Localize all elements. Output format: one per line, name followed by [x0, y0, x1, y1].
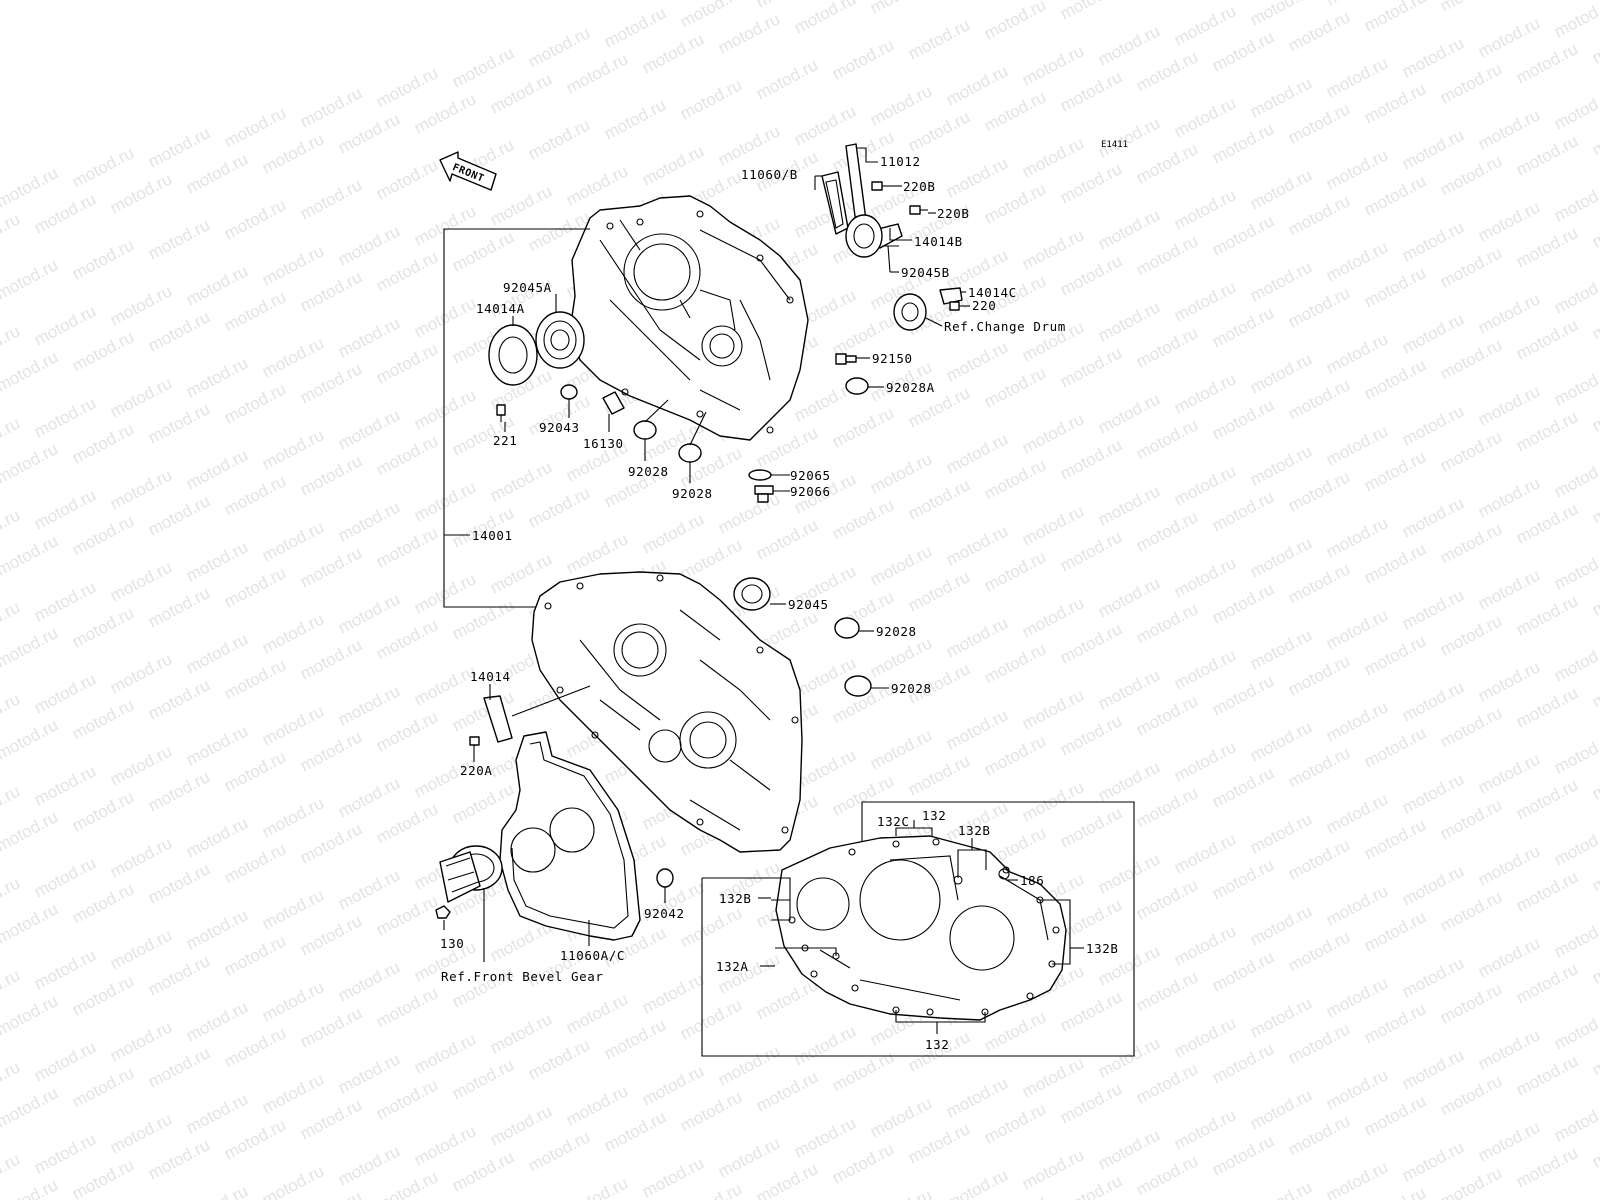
label-92028-2: 92028	[672, 486, 713, 501]
part-92028-pin-1: 92028	[628, 399, 669, 479]
label-186: 186	[1020, 873, 1044, 888]
label-14014A: 14014A	[476, 301, 525, 316]
label-14014: 14014	[470, 669, 511, 684]
bolt-pattern-inset: 132C 132 132B 186 132B 132A 132B 132	[701, 801, 1135, 1057]
label-132-top: 132	[922, 808, 946, 823]
label-92028A: 92028A	[886, 380, 935, 395]
part-220B-bolt-1: 220B	[871, 179, 936, 194]
label-220B-1: 220B	[903, 179, 936, 194]
part-14014C-plate: 14014C	[939, 285, 1017, 305]
diagram-code: E1411	[1101, 140, 1128, 150]
part-92065-washer: 92065	[748, 468, 831, 483]
label-92045: 92045	[788, 597, 829, 612]
part-130-bolt: 130	[435, 905, 464, 951]
part-92066-plug: 92066	[754, 484, 831, 503]
part-92028-pin-4: 92028	[844, 675, 932, 697]
label-92065: 92065	[790, 468, 831, 483]
label-92045B: 92045B	[901, 265, 950, 280]
part-92028-pin-2: 92028	[672, 411, 713, 501]
part-14014-plate: 14014	[470, 669, 591, 743]
label-220: 220	[972, 298, 996, 313]
label-130: 130	[440, 936, 464, 951]
label-220B-2: 220B	[937, 206, 970, 221]
label-132B-left: 132B	[719, 891, 752, 906]
label-11012: 11012	[880, 154, 921, 169]
label-220A: 220A	[460, 763, 493, 778]
label-11060B: 11060/B	[741, 167, 798, 182]
part-92045A-bearing: 92045A	[503, 280, 585, 369]
label-14001: 14001	[472, 528, 513, 543]
label-132A: 132A	[716, 959, 749, 974]
label-92028-1: 92028	[628, 464, 669, 479]
part-ref-change-drum-bearing: Ref.Change Drum	[893, 293, 1066, 334]
lower-crankcase-half	[531, 571, 803, 853]
part-14014A-plate: 14014A	[476, 301, 538, 386]
part-front-bevel-gear-seal: Ref.Front Bevel Gear	[439, 845, 604, 984]
label-132B-top: 132B	[958, 823, 991, 838]
label-92043: 92043	[539, 420, 580, 435]
part-220A-bolt: 220A	[460, 736, 493, 778]
part-92042-pin: 92042	[644, 868, 685, 921]
label-11060AC: 11060A/C	[560, 948, 625, 963]
label-14014C: 14014C	[968, 285, 1017, 300]
part-92028A-pin: 92028A	[845, 377, 935, 395]
part-92045-bearing: 92045	[733, 577, 829, 612]
part-16130-nozzle: 16130	[583, 391, 625, 451]
label-221: 221	[493, 433, 517, 448]
part-221-bolt: 221	[493, 404, 517, 448]
label-92028-3: 92028	[876, 624, 917, 639]
part-92150-bolt: 92150	[835, 351, 913, 366]
label-16130: 16130	[583, 436, 624, 451]
front-arrow-icon: FRONT	[439, 151, 497, 191]
part-11060B-gasket: 11060/B	[741, 167, 849, 235]
part-220B-bolt-2: 220B	[909, 205, 970, 221]
label-92042: 92042	[644, 906, 685, 921]
part-92045B-bearing: 92045B	[845, 214, 950, 280]
part-14014B-plate: 14014B	[873, 223, 963, 249]
label-ref-front-bevel-gear: Ref.Front Bevel Gear	[441, 969, 604, 984]
label-ref-change-drum: Ref.Change Drum	[944, 319, 1066, 334]
label-132C: 132C	[877, 814, 910, 829]
label-92028-4: 92028	[891, 681, 932, 696]
label-92066: 92066	[790, 484, 831, 499]
part-92043-pin: 92043	[539, 384, 580, 435]
bracket-14001: 14001	[443, 228, 590, 608]
label-132B-right: 132B	[1086, 941, 1119, 956]
label-92045A: 92045A	[503, 280, 552, 295]
part-11060AC-gasket: 11060A/C	[499, 731, 641, 963]
part-92028-pin-3: 92028	[834, 617, 917, 639]
upper-crankcase-half	[569, 195, 809, 441]
part-220-bolt: 220	[949, 298, 996, 313]
label-92150: 92150	[872, 351, 913, 366]
label-132-bottom: 132	[925, 1037, 949, 1052]
label-14014B: 14014B	[914, 234, 963, 249]
